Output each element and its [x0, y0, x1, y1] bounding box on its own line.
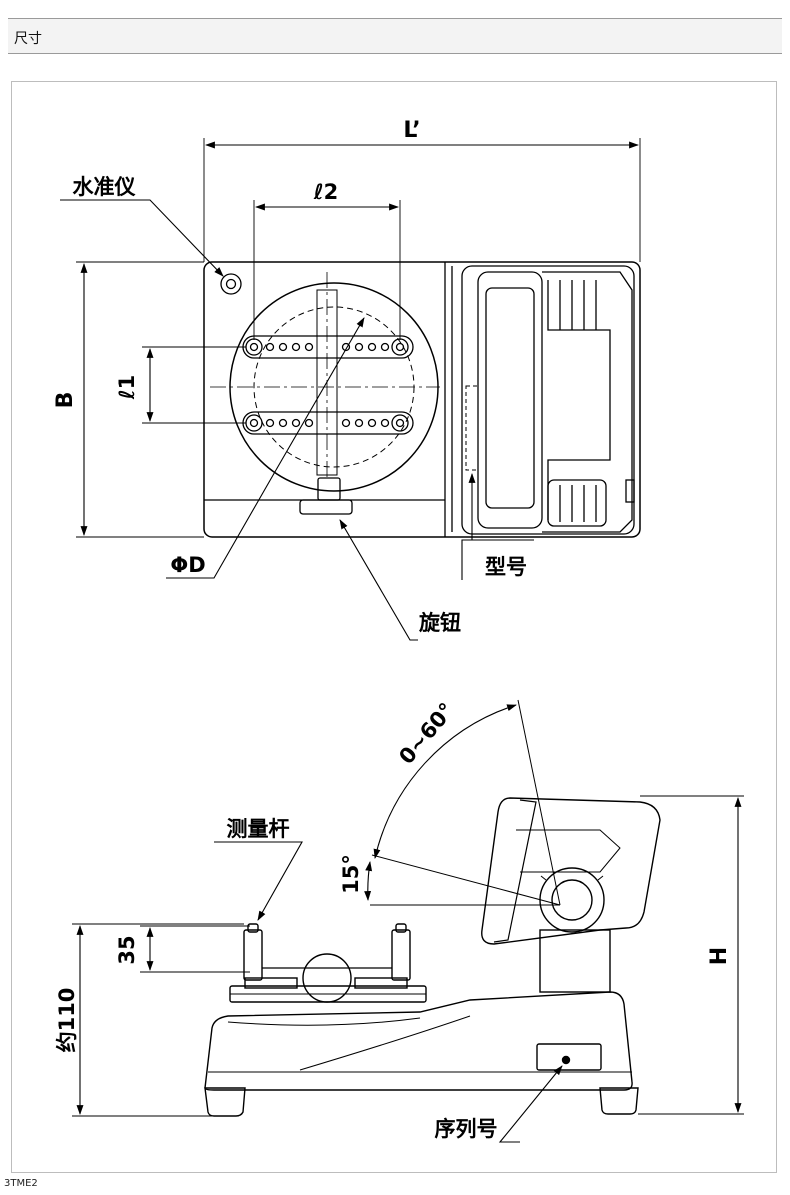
- label-35: 35: [115, 935, 139, 964]
- label-knob: 旋钮: [418, 611, 461, 635]
- label-l2: ℓ2: [313, 180, 339, 204]
- footer-code: 3TME2: [4, 1178, 38, 1189]
- label-level: 水准仪: [73, 175, 137, 199]
- display-stand: [539, 929, 611, 993]
- top-view-dimensions: [60, 138, 641, 641]
- top-view: [203, 261, 641, 538]
- level-bubble: [220, 273, 242, 295]
- label-H: H: [707, 947, 732, 965]
- section-header: 尺寸: [8, 18, 782, 54]
- top-view-labels: L’ ℓ2 水准仪 ℓ1 B ΦD 型号 旋钮: [53, 118, 527, 635]
- display-unit: [461, 265, 635, 535]
- top-view-base: [203, 261, 641, 538]
- serial-label-area: [536, 1043, 602, 1071]
- side-view: [204, 797, 661, 1117]
- label-serial: 序列号: [435, 1117, 498, 1141]
- side-view-dimensions: [72, 699, 744, 1143]
- drawing-panel: [11, 81, 777, 1173]
- label-model: 型号: [485, 555, 527, 579]
- section-title: 尺寸: [14, 31, 42, 47]
- label-measuring-rod: 测量杆: [227, 817, 290, 841]
- label-B: B: [53, 392, 78, 409]
- knob-shape: [317, 477, 341, 501]
- side-view-labels: 0~60° 15° 测量杆 35 约110 H 序列号: [55, 698, 732, 1141]
- model-label-area: [465, 385, 479, 471]
- side-base: [204, 991, 633, 1091]
- left-foot: [204, 1087, 246, 1117]
- label-angle-range: 0~60°: [394, 698, 459, 769]
- right-post: [391, 929, 411, 981]
- right-foot: [599, 1087, 639, 1115]
- label-L-prime: L’: [403, 118, 420, 143]
- tilt-knob: [539, 867, 605, 933]
- label-110: 约110: [55, 988, 79, 1053]
- left-post: [243, 929, 263, 981]
- label-phiD: ΦD: [170, 553, 205, 577]
- label-angle-15: 15°: [339, 854, 363, 894]
- label-l1: ℓ1: [115, 375, 139, 401]
- display-head: [481, 797, 661, 945]
- test-sphere: [302, 953, 352, 1003]
